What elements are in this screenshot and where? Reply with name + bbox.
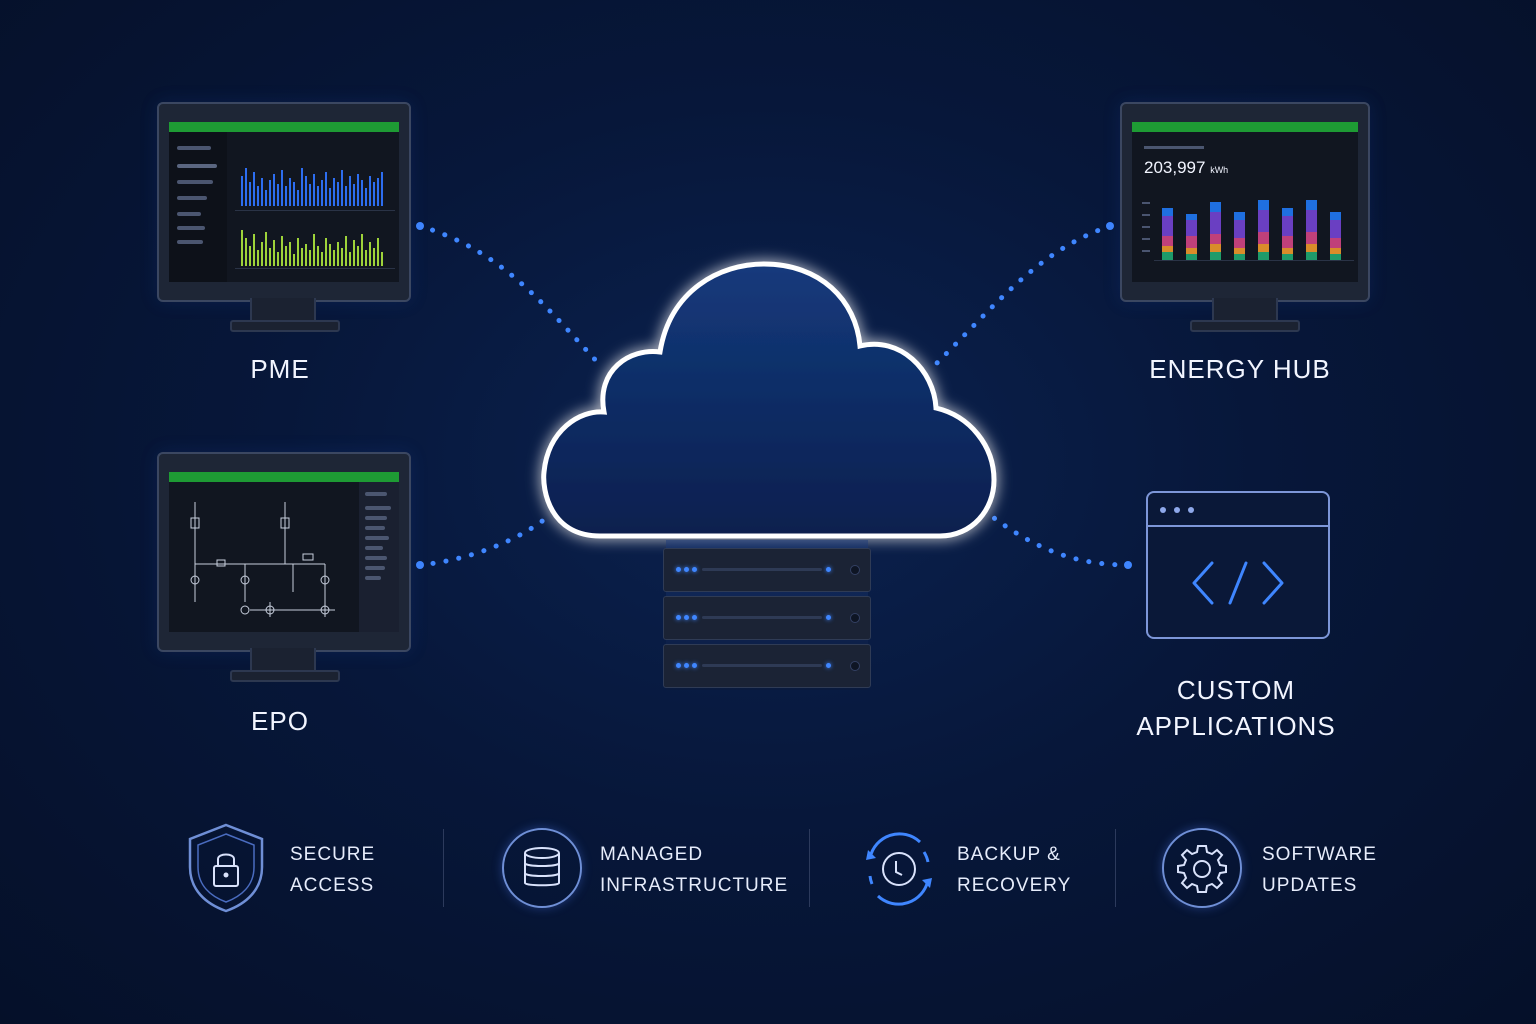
custom-applications-label-line2: APPLICATIONS — [1136, 711, 1336, 741]
thumbnail-bar-segment — [1282, 216, 1293, 236]
energy-hub-screen-topbar — [1132, 122, 1358, 132]
thumbnail-bar-segment — [1234, 254, 1245, 260]
thumbnail-bar-segment — [1258, 252, 1269, 260]
thumbnail-bar-segment — [1162, 236, 1173, 246]
thumbnail-bar-segment — [1234, 212, 1245, 220]
thumbnail-bar-segment — [1330, 212, 1341, 220]
custom-applications-window — [1146, 491, 1330, 639]
thumbnail-bar-segment — [1186, 248, 1197, 254]
database-icon — [502, 828, 582, 908]
feature-backup-recovery-line2: RECOVERY — [957, 875, 1072, 896]
custom-applications-label: CUSTOM APPLICATIONS — [1116, 672, 1356, 744]
cloud-icon — [541, 261, 997, 539]
thumbnail-bar-segment — [1306, 244, 1317, 252]
energy-hub-stacked-chart — [1142, 200, 1354, 261]
feature-secure-access-line2: ACCESS — [290, 875, 375, 896]
thumbnail-bar-segment — [1258, 200, 1269, 210]
thumbnail-bar-segment — [1282, 236, 1293, 248]
feature-divider — [809, 829, 810, 907]
epo-screen-topbar — [169, 472, 399, 482]
epo-single-line-diagram — [190, 502, 335, 617]
pme-bar-charts — [235, 168, 395, 269]
feature-divider — [443, 829, 444, 907]
thumbnail-bar-segment — [1210, 244, 1221, 252]
energy-hub-screen: 203,997 kWh — [1132, 122, 1358, 282]
pme-screen-topbar — [169, 122, 399, 132]
energy-hub-label: ENERGY HUB — [1149, 354, 1331, 384]
thumbnail-bar-segment — [1330, 238, 1341, 248]
pme-label: PME — [250, 354, 310, 384]
thumbnail-bar-segment — [1258, 232, 1269, 244]
thumbnail-bar-segment — [1186, 214, 1197, 220]
thumbnail-bar-segment — [1282, 248, 1293, 254]
code-brackets-icon — [1192, 561, 1284, 605]
thumbnail-bar-segment — [1210, 252, 1221, 260]
energy-hub-metric-unit: kWh — [1210, 165, 1229, 175]
thumbnail-bar-segment — [1234, 248, 1245, 254]
server-unit-1 — [663, 548, 871, 592]
thumbnail-bar-segment — [1162, 252, 1173, 260]
pme-screen — [169, 122, 399, 282]
thumbnail-bar-segment — [1306, 232, 1317, 244]
thumbnail-bar-segment — [1306, 252, 1317, 260]
energy-hub-connector — [932, 223, 1113, 368]
custom-apps-connector — [987, 512, 1131, 568]
server-unit-3 — [663, 644, 871, 688]
feature-managed-infrastructure-line1: MANAGED — [600, 844, 704, 865]
epo-label: EPO — [251, 706, 309, 736]
feature-secure-access-line1: SECURE — [290, 844, 376, 865]
thumbnail-bar-segment — [1162, 246, 1173, 252]
gear-icon — [1162, 828, 1242, 908]
custom-applications-label-line1: CUSTOM — [1176, 675, 1296, 705]
thumbnail-bar-segment — [1306, 210, 1317, 232]
thumbnail-bar-segment — [1234, 220, 1245, 238]
epo-screen — [169, 472, 399, 632]
server-unit-2 — [663, 596, 871, 640]
pme-connector — [417, 223, 603, 368]
feature-managed-infrastructure-line2: INFRASTRUCTURE — [600, 875, 789, 896]
thumbnail-bar-segment — [1330, 254, 1341, 260]
thumbnail-bar-segment — [1210, 234, 1221, 244]
thumbnail-bar-segment — [1282, 254, 1293, 260]
thumbnail-bar-segment — [1210, 212, 1221, 234]
thumbnail-bar-segment — [1258, 244, 1269, 252]
thumbnail-bar-segment — [1330, 248, 1341, 254]
thumbnail-bar-segment — [1186, 236, 1197, 248]
thumbnail-bar-segment — [1210, 202, 1221, 212]
feature-software-updates-line2: UPDATES — [1262, 875, 1358, 896]
thumbnail-bar-segment — [1306, 200, 1317, 210]
thumbnail-bar-segment — [1234, 238, 1245, 248]
thumbnail-bar-segment — [1282, 208, 1293, 216]
thumbnail-bar-segment — [1330, 220, 1341, 238]
feature-divider — [1115, 829, 1116, 907]
thumbnail-bar-segment — [1258, 210, 1269, 232]
shield-lock-icon — [188, 823, 264, 913]
backup-recovery-icon — [866, 832, 932, 906]
feature-backup-recovery-line1: BACKUP & — [957, 844, 1061, 865]
thumbnail-bar-segment — [1186, 254, 1197, 260]
thumbnail-bar-segment — [1186, 220, 1197, 236]
thumbnail-bar-segment — [1162, 208, 1173, 216]
feature-software-updates-line1: SOFTWARE — [1262, 844, 1377, 865]
energy-hub-metric-value: 203,997 — [1144, 158, 1206, 177]
thumbnail-bar-segment — [1162, 216, 1173, 236]
